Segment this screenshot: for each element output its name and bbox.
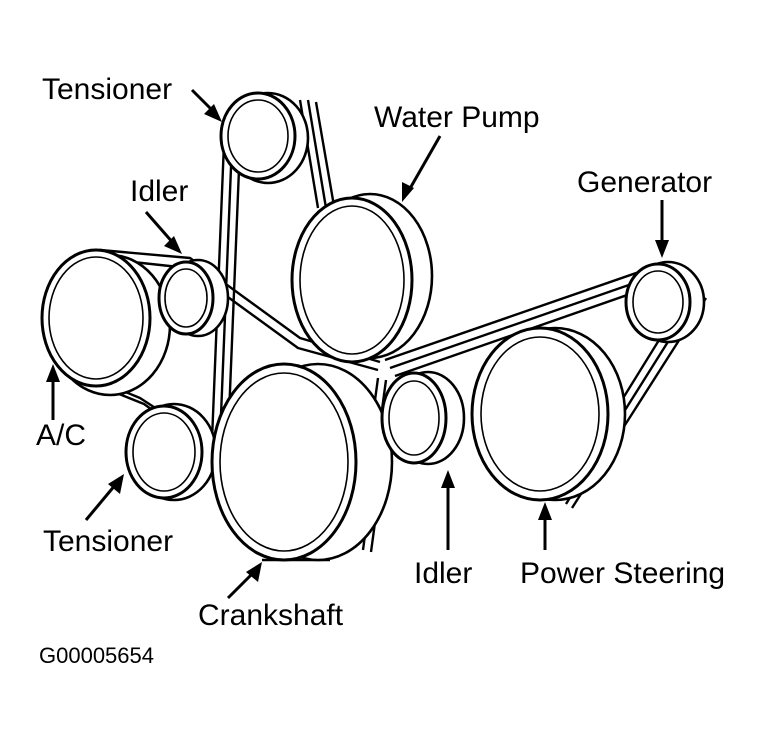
label-generator: Generator bbox=[577, 166, 712, 199]
generator-pulley bbox=[624, 260, 706, 344]
label-tensioner-bottom: Tensioner bbox=[43, 525, 173, 558]
leader-arrows bbox=[46, 88, 669, 600]
label-ac: A/C bbox=[36, 419, 86, 452]
label-power-steering: Power Steering bbox=[520, 557, 725, 590]
label-water-pump: Water Pump bbox=[374, 101, 540, 134]
lower-idler-pulley bbox=[380, 370, 466, 466]
power-steering-pulley bbox=[470, 326, 627, 502]
label-crankshaft: Crankshaft bbox=[198, 599, 344, 632]
water-pump-pulley bbox=[290, 192, 434, 364]
top-tensioner-pulley bbox=[219, 91, 310, 185]
crankshaft-pulley bbox=[210, 362, 394, 562]
ac-pulley bbox=[40, 248, 172, 397]
upper-idler-pulley bbox=[157, 258, 230, 338]
label-idler-upper: Idler bbox=[130, 175, 188, 208]
lower-tensioner-pulley bbox=[124, 402, 218, 502]
label-idler-lower: Idler bbox=[414, 557, 472, 590]
figure-code: G00005654 bbox=[39, 643, 154, 668]
label-tensioner-top: Tensioner bbox=[42, 73, 172, 106]
